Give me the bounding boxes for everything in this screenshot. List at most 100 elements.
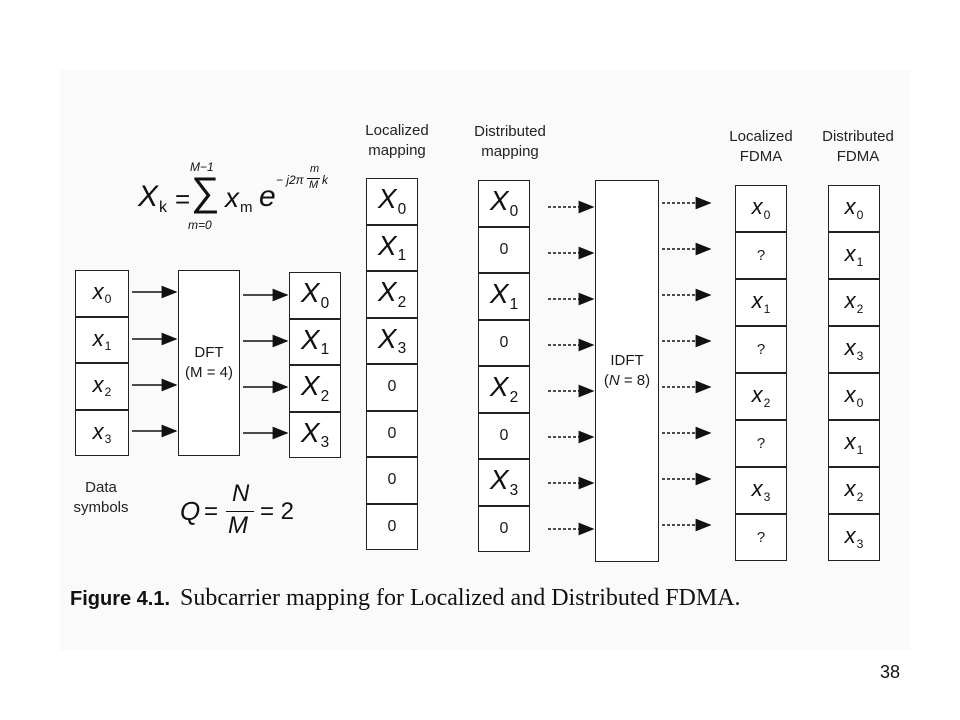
sigma-icon: ∑ xyxy=(191,170,220,214)
cell-symbol: X2 xyxy=(377,276,407,311)
q-eq: = xyxy=(204,498,219,525)
cell-subscript: 1 xyxy=(104,338,112,353)
header-localized-mapping: Localized mapping xyxy=(365,122,429,159)
distributed-fdma-cell: x0 xyxy=(828,185,880,232)
distributed-mapping-cell: X3 xyxy=(478,459,530,506)
cell-symbol: 0 xyxy=(499,426,509,444)
cell-symbol: X3 xyxy=(377,322,407,358)
caption-label: Figure 4.1. xyxy=(70,588,171,610)
cell-symbol: X3 xyxy=(489,464,519,499)
data-symbols-cell: x2 xyxy=(75,363,129,410)
q-den: M xyxy=(228,512,248,539)
cell-subscript: 1 xyxy=(397,247,407,265)
cell-symbol: x2 xyxy=(844,476,864,504)
formula-frac-den: M xyxy=(309,179,319,191)
cell-subscript: 3 xyxy=(763,489,771,504)
dft-label: DFT xyxy=(194,344,224,361)
cell-subscript: 2 xyxy=(856,301,864,316)
dft-outputs-cell: X2 xyxy=(289,365,341,412)
cell-subscript: 1 xyxy=(856,254,864,269)
cell-symbol: ? xyxy=(756,247,766,264)
header-localized-fdma: Localized FDMA xyxy=(729,128,793,165)
cell-symbol: x0 xyxy=(844,382,864,410)
cell-symbol: ? xyxy=(756,435,766,452)
cell-subscript: 0 xyxy=(104,292,112,307)
localized-mapping-cell: 0 xyxy=(366,503,418,550)
cell-symbol: X1 xyxy=(489,278,519,313)
cell-symbol: x0 xyxy=(92,279,112,307)
cell-subscript: 3 xyxy=(397,340,407,358)
dft-block: DFT (M = 4) xyxy=(178,270,240,456)
cell-symbol: ? xyxy=(756,529,766,546)
cell-subscript: 1 xyxy=(763,301,771,316)
distributed-mapping-cell: 0 xyxy=(478,319,530,366)
localized-fdma-cell: ? xyxy=(735,420,787,467)
header-distributed-mapping: Distributed mapping xyxy=(474,123,546,160)
cell-symbol: x0 xyxy=(751,194,771,222)
dft-formula: Xk = M−1 ∑ m=0 xm e − j2π m M k xyxy=(135,160,328,240)
localized-mapping-cell: 0 xyxy=(366,410,418,457)
cell-symbol: x3 xyxy=(92,418,112,446)
cell-subscript: 3 xyxy=(856,348,864,363)
cell-subscript: 2 xyxy=(104,385,112,400)
cell-symbol: X0 xyxy=(489,185,519,220)
data-symbols-cell: x0 xyxy=(75,270,129,317)
cell-subscript: 0 xyxy=(856,395,864,410)
cell-symbol: x3 xyxy=(844,523,864,551)
localized-fdma-cell: x2 xyxy=(735,373,787,420)
idft-size-label: (N = 8) xyxy=(603,372,651,389)
cell-symbol: 0 xyxy=(499,333,509,351)
cell-subscript: 2 xyxy=(509,388,519,406)
cell-symbol: X0 xyxy=(300,277,330,312)
distributed-fdma-cell: x1 xyxy=(828,420,880,467)
cell-symbol: 0 xyxy=(387,378,397,396)
localized-fdma-cell: ? xyxy=(735,326,787,373)
localized-mapping-cell: X1 xyxy=(366,224,418,271)
distributed-mapping-cell: X1 xyxy=(478,273,530,320)
caption-text: Subcarrier mapping for Localized and Dis… xyxy=(180,585,741,611)
localized-fdma-cell: x3 xyxy=(735,467,787,514)
cell-subscript: 2 xyxy=(763,395,771,410)
distributed-mapping-cell: X0 xyxy=(478,180,530,227)
cell-subscript: 0 xyxy=(763,207,771,222)
cell-symbol: x2 xyxy=(751,382,771,410)
data-symbols-cell: x1 xyxy=(75,316,129,363)
cell-symbol: ? xyxy=(756,341,766,358)
distributed-fdma-cell: x0 xyxy=(828,373,880,420)
localized-mapping-cell: X2 xyxy=(366,271,418,318)
formula-lhs-sub: k xyxy=(159,198,168,216)
cell-subscript: 3 xyxy=(856,536,864,551)
distributed-mapping-cell: 0 xyxy=(478,412,530,459)
distributed-fdma-cell: x2 xyxy=(828,467,880,514)
q-num: N xyxy=(232,480,250,507)
cell-symbol: 0 xyxy=(387,471,397,489)
cell-symbol: X2 xyxy=(300,370,330,405)
distributed-mapping-cell: 0 xyxy=(478,226,530,273)
formula-term-sub: m xyxy=(240,199,253,217)
cell-subscript: 0 xyxy=(320,294,330,312)
cell-subscript: 2 xyxy=(397,293,407,311)
formula-eq: = xyxy=(175,184,191,214)
cell-symbol: x1 xyxy=(844,429,864,457)
cell-symbol: x3 xyxy=(751,476,771,504)
dft-size-label: (M = 4) xyxy=(185,364,233,381)
formula-sum-lower: m=0 xyxy=(188,218,212,232)
cell-symbol: X1 xyxy=(377,229,407,265)
formula-term: x xyxy=(225,182,239,213)
formula-exp-base: e xyxy=(259,180,276,213)
data-symbols-cell: x3 xyxy=(75,409,129,456)
cell-subscript: 3 xyxy=(509,481,519,499)
page-number: 38 xyxy=(880,662,901,682)
cell-subscript: 0 xyxy=(397,200,407,218)
cell-symbol: 0 xyxy=(387,517,397,535)
cell-symbol: X1 xyxy=(300,323,330,359)
idft-label: IDFT xyxy=(610,352,644,369)
distributed-fdma-cell: x3 xyxy=(828,326,880,373)
formula-frac-num: m xyxy=(310,163,320,175)
idft-size-rest: = 8) xyxy=(619,372,651,389)
header-distributed-fdma: Distributed FDMA xyxy=(822,128,894,165)
cell-symbol: x2 xyxy=(92,372,112,400)
q-rhs: = 2 xyxy=(260,498,295,525)
formula-frac-bar xyxy=(307,178,320,179)
q-lhs: Q xyxy=(180,496,201,526)
